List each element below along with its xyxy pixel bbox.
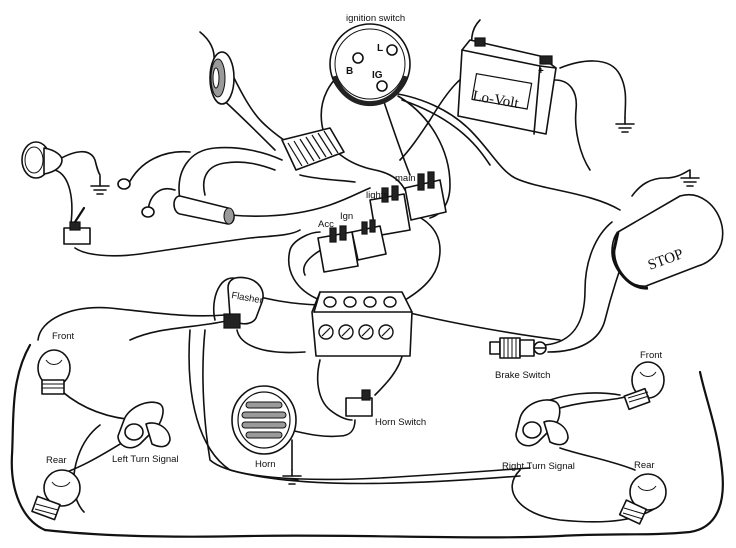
right-turn-signal: Right Turn Signal xyxy=(502,399,575,472)
battery-plus-label: + xyxy=(538,66,544,77)
switch-cluster: main lights Ign Acc xyxy=(317,171,447,273)
brake-switch-label: Brake Switch xyxy=(495,370,550,381)
horn: Horn xyxy=(231,385,297,470)
toggle-switch xyxy=(63,206,91,245)
rear-right-label: Rear xyxy=(634,460,655,471)
bulb-rear-right: Rear xyxy=(618,460,667,525)
right-turn-signal-label: Right Turn Signal xyxy=(502,461,575,472)
left-turn-signal-label: Left Turn Signal xyxy=(112,454,179,465)
terminal-ig-label: IG xyxy=(372,70,383,81)
flasher: Flasher xyxy=(223,276,264,329)
ground-icon xyxy=(90,175,110,195)
rear-left-label: Rear xyxy=(46,455,67,466)
main-label: main xyxy=(395,173,416,184)
bulb-front-right: Front xyxy=(623,350,665,411)
horn-label: Horn xyxy=(255,459,276,470)
ground-icon xyxy=(615,117,635,133)
ign-label: Ign xyxy=(340,211,353,222)
brake-switch: Brake Switch xyxy=(489,337,550,381)
flasher-label: Flasher xyxy=(230,290,263,306)
rectifier xyxy=(281,127,345,171)
headlight xyxy=(21,141,63,179)
bulb-front-left: Front xyxy=(37,331,75,395)
acc-label: Acc xyxy=(318,219,334,230)
front-right-label: Front xyxy=(640,350,663,361)
lights-label: lights xyxy=(366,190,388,201)
ground-icon xyxy=(282,469,302,485)
left-turn-signal: Left Turn Signal xyxy=(112,401,179,465)
stop-light: STOP xyxy=(611,193,724,290)
ground-icon xyxy=(680,169,700,187)
fuse-block xyxy=(311,291,413,357)
ground-symbols xyxy=(90,117,700,485)
horn-switch: Horn Switch xyxy=(345,389,426,428)
ignition-switch-label: ignition switch xyxy=(346,13,405,24)
battery: Lo-Volt + xyxy=(457,37,557,135)
gauge xyxy=(209,51,235,105)
terminal-b-label: B xyxy=(346,66,353,77)
ignition-switch: ignition switch L B IG xyxy=(329,13,411,107)
coil xyxy=(117,178,235,225)
bulb-rear-left: Rear xyxy=(31,455,81,521)
horn-switch-label: Horn Switch xyxy=(375,417,426,428)
front-left-label: Front xyxy=(52,331,75,342)
terminal-l-label: L xyxy=(377,43,383,54)
